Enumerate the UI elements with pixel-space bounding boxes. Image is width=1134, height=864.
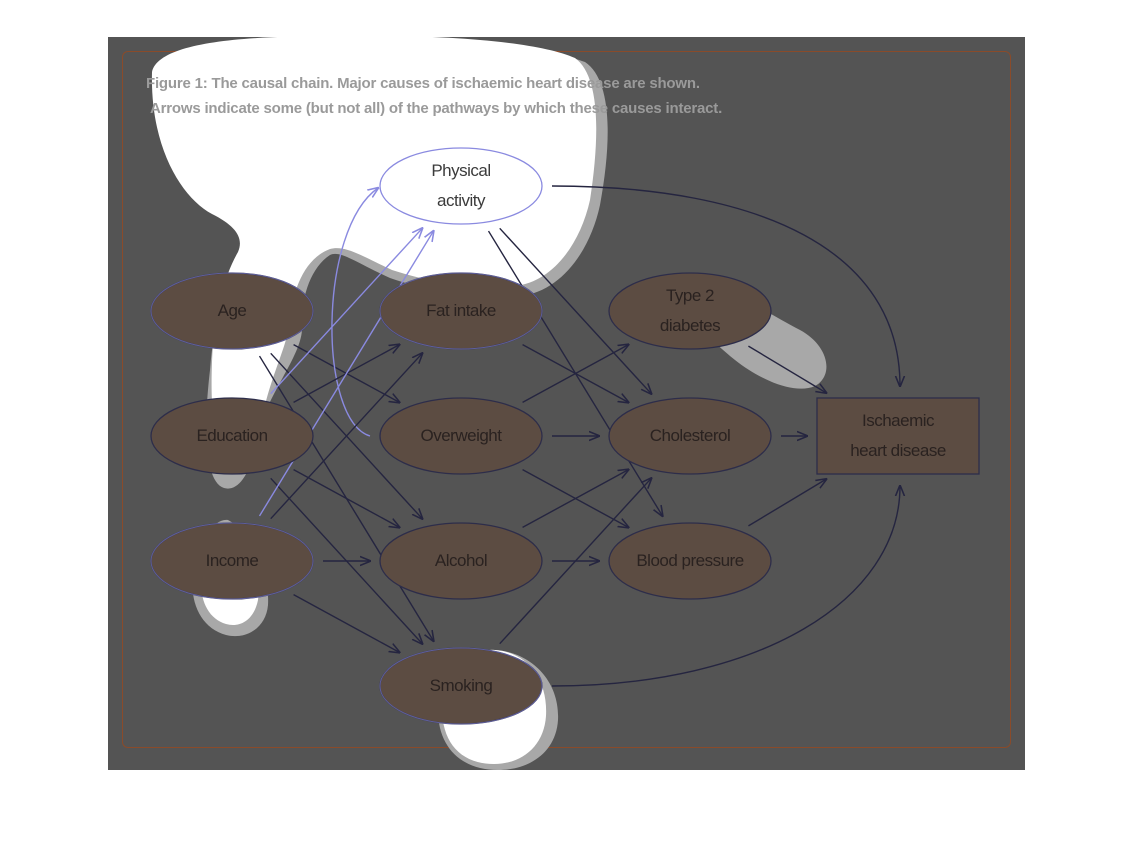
label-line1: Physical <box>431 161 491 180</box>
caption-line-1: Figure 1: The causal chain. Major causes… <box>146 75 700 92</box>
label-text: Fat intake <box>426 301 496 320</box>
label-physical-activity: Physical activity <box>431 156 491 216</box>
diagram-border <box>122 51 1011 748</box>
label-education: Education <box>196 421 268 451</box>
node-blood-pressure <box>608 522 772 600</box>
label-fat-intake: Fat intake <box>426 296 496 326</box>
label-line2: heart disease <box>850 441 946 460</box>
node-overweight <box>379 397 543 475</box>
edge-education-to-physical-activity <box>270 228 423 395</box>
highlight-outlines <box>150 272 543 725</box>
label-text: Alcohol <box>434 551 488 570</box>
edge-alcohol-to-cholesterol <box>522 470 629 529</box>
highlight-income <box>150 522 314 600</box>
edge-type2-diabetes-to-ihd <box>748 345 826 393</box>
edge-physical-activity-to-blood-pressure <box>487 230 663 516</box>
label-cholesterol: Cholesterol <box>650 421 731 451</box>
edge-income-to-fat-intake <box>270 353 423 520</box>
label-type2-diabetes: Type 2 diabetes <box>659 281 721 341</box>
node-ihd <box>816 397 980 475</box>
highlight-smoking <box>379 647 543 725</box>
label-line2: diabetes <box>659 316 721 335</box>
label-text: Education <box>196 426 268 445</box>
edge-physical-activity-to-ihd <box>551 185 900 386</box>
edge-income-to-smoking <box>293 593 400 653</box>
node-physical-activity <box>379 147 543 225</box>
label-text: Blood pressure <box>636 551 744 570</box>
label-text: Smoking <box>429 676 493 695</box>
label-text: Income <box>205 551 259 570</box>
node-alcohol <box>379 522 543 600</box>
label-blood-pressure: Blood pressure <box>636 546 744 576</box>
label-income: Income <box>206 546 259 576</box>
blob-top-core <box>151 35 597 459</box>
label-text: Overweight <box>420 426 502 445</box>
caption-line-2: Arrows indicate some (but not all) of th… <box>150 100 723 117</box>
label-overweight: Overweight <box>421 421 502 451</box>
edge-income-to-physical-activity <box>258 231 434 517</box>
label-text: Age <box>217 301 247 320</box>
node-education <box>150 397 314 475</box>
edge-physical-activity-to-cholesterol <box>499 227 652 393</box>
node-type2-diabetes <box>608 272 772 350</box>
label-line1: Ischaemic <box>861 411 935 430</box>
label-age: Age <box>218 296 247 326</box>
label-alcohol: Alcohol <box>434 546 488 576</box>
highlight-age <box>150 272 314 350</box>
highlight-fat-intake <box>379 272 543 350</box>
label-line1: Type 2 <box>665 286 715 305</box>
label-ihd: Ischaemic heart disease <box>850 406 946 466</box>
label-text: Cholesterol <box>649 426 731 445</box>
label-smoking: Smoking <box>430 671 493 701</box>
label-line2: activity <box>437 191 485 210</box>
edge-blood-pressure-to-ihd <box>748 479 826 527</box>
edge-age-to-physical-activity <box>331 188 378 437</box>
edges <box>258 185 900 687</box>
edge-smoking-to-ihd <box>551 486 900 687</box>
nodes <box>150 147 980 725</box>
node-cholesterol <box>608 397 772 475</box>
edge-education-to-alcohol <box>293 468 400 528</box>
edge-smoking-to-cholesterol <box>499 478 652 645</box>
